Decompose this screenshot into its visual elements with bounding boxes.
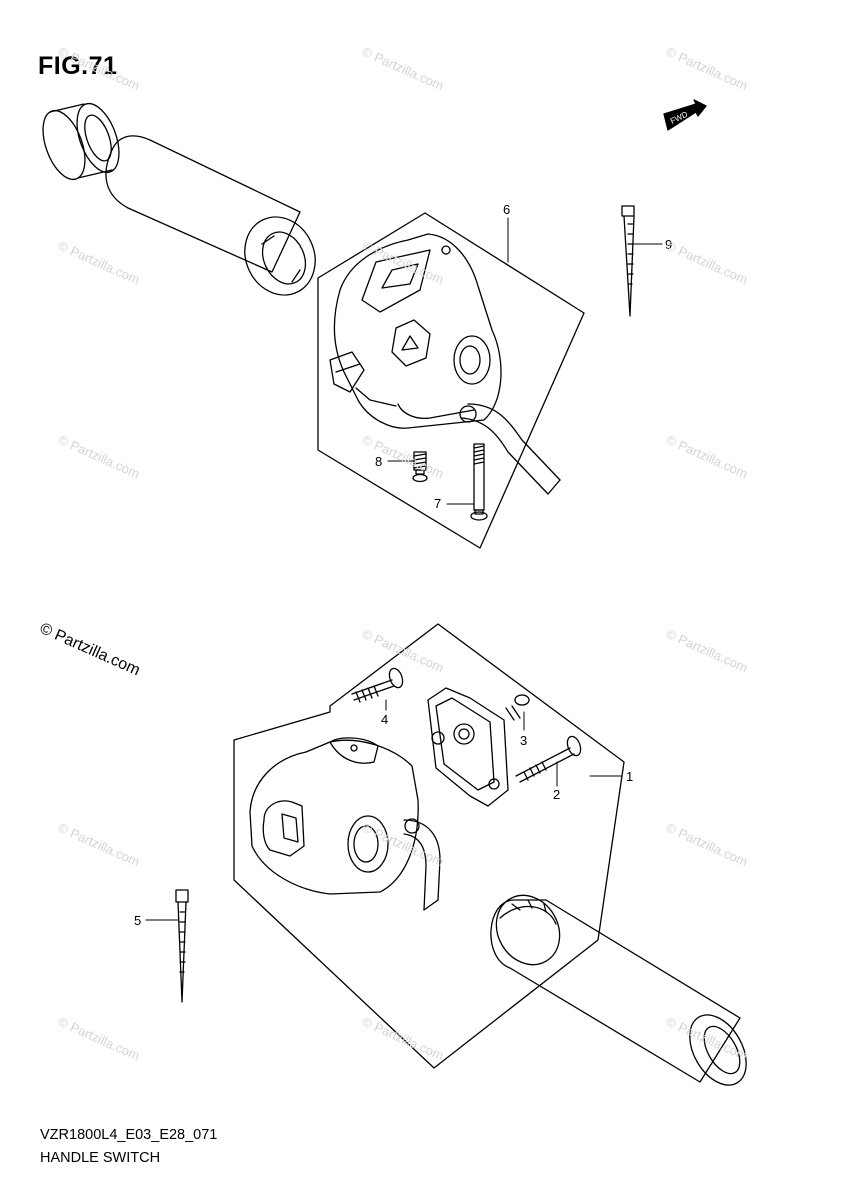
- callout-1: 1: [626, 769, 633, 784]
- bolt-7: [470, 443, 488, 521]
- upper-assembly-enclosure: [317, 212, 585, 549]
- callout-2: 2: [553, 787, 560, 802]
- lower-switch-housing: [249, 737, 419, 895]
- lower-assembly-enclosure: [233, 623, 625, 1069]
- fwd-arrow-icon: [663, 99, 707, 131]
- callout-4: 4: [381, 712, 388, 727]
- section-name: HANDLE SWITCH: [40, 1150, 161, 1166]
- bolt-2: [515, 735, 582, 783]
- bolt-3: [505, 694, 530, 721]
- callout-5: 5: [134, 913, 141, 928]
- lower-clamp-bracket: [427, 687, 509, 807]
- model-code: VZR1800L4_E03_E28_071: [40, 1127, 218, 1143]
- upper-switch-housing: [329, 233, 502, 429]
- leader-lines: [145, 217, 663, 921]
- right-throttle-grip: [490, 894, 747, 1086]
- lower-wire-harness: [403, 818, 441, 911]
- cable-tie-9: [621, 205, 635, 317]
- left-grip-end-cap: [42, 102, 120, 181]
- cable-tie-5: [175, 889, 189, 1003]
- callout-labels: 1 2 3 4 5 6 7 8 9: [134, 202, 672, 928]
- bolt-4: [351, 667, 404, 703]
- callout-9: 9: [665, 237, 672, 252]
- callout-3: 3: [520, 733, 527, 748]
- upper-wire-harness: [459, 403, 561, 495]
- callout-7: 7: [434, 496, 441, 511]
- callout-8: 8: [375, 454, 382, 469]
- figure-label: FIG.71: [38, 52, 118, 80]
- left-grip: [105, 135, 316, 296]
- callout-6: 6: [503, 202, 510, 217]
